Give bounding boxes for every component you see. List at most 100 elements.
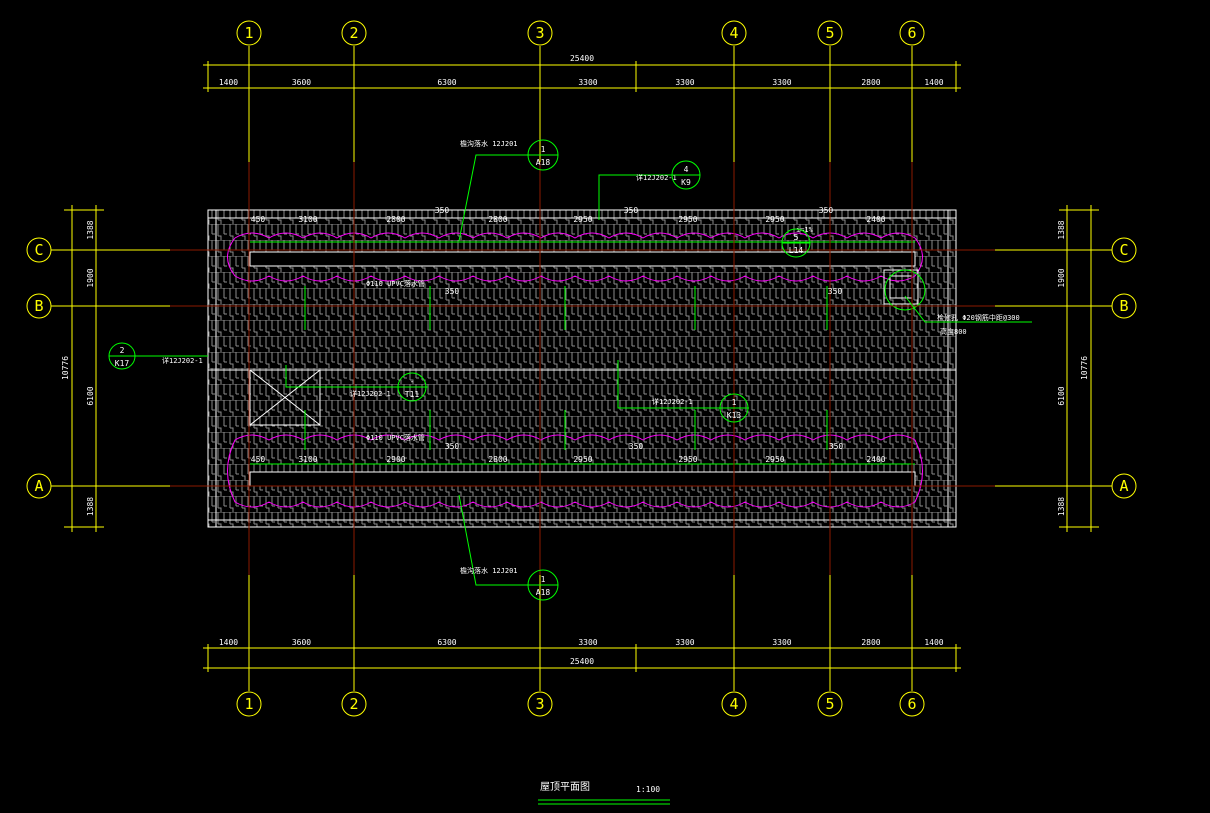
- dimension-segment: 3300: [772, 638, 791, 647]
- dimension-total: 10776: [1080, 356, 1089, 380]
- dimension-segment: 6300: [437, 638, 456, 647]
- axis-label: B: [34, 297, 43, 315]
- axis-bubble: [721, 20, 747, 46]
- offset-dimension: 350: [445, 287, 460, 296]
- dimension-segment: 3300: [578, 638, 597, 647]
- axis-label: C: [1119, 241, 1128, 259]
- axis-label: 1: [244, 695, 253, 713]
- axis-bubble: [721, 691, 747, 717]
- gutter-dimension: 450: [251, 455, 266, 464]
- axis-label: A: [1119, 477, 1128, 495]
- callout-sheet: T11: [405, 390, 420, 399]
- gutter-dimension: 2900: [386, 455, 405, 464]
- axis-bubble: [236, 691, 262, 717]
- downpipe-label-bottom: Φ110 UPVC落水管: [366, 433, 425, 442]
- axis-bubble: [26, 237, 52, 263]
- gutter-dimension: 2950: [573, 455, 592, 464]
- dimension-segment: 3300: [675, 638, 694, 647]
- slope-label: i=1%: [796, 226, 814, 234]
- dimension-segment: 1388: [1057, 497, 1066, 516]
- axis-bubble: [1111, 237, 1137, 263]
- drawing-scale: 1:100: [636, 785, 660, 794]
- axis-label: 5: [825, 24, 834, 42]
- dimension-segment: 1400: [924, 78, 943, 87]
- callout-number: 5: [794, 233, 799, 242]
- axis-bubble: [899, 691, 925, 717]
- note-k9: 详12J202-1: [636, 173, 677, 182]
- axis-label: 1: [244, 24, 253, 42]
- axis-label: B: [1119, 297, 1128, 315]
- gutter-top: [249, 241, 916, 267]
- downpipe-label-top: Φ110 UPVC落水管: [366, 279, 425, 288]
- axis-label: 3: [535, 695, 544, 713]
- axis-label: 4: [729, 24, 738, 42]
- axis-bubble: [527, 20, 553, 46]
- annotations: 檐沟落水 12J201 檐沟落水 12J201 详12J202-1 详12J20…: [133, 139, 1032, 586]
- dimension-segment: 1400: [219, 78, 238, 87]
- dimension-segment: 1900: [1057, 268, 1066, 287]
- gutter-dimension: 2800: [386, 215, 405, 224]
- callout-sheet: K13: [727, 411, 742, 420]
- gutter-dimension: 2800: [488, 455, 507, 464]
- dimension-segment: 6300: [437, 78, 456, 87]
- axis-bubble: [817, 20, 843, 46]
- axis-label: 6: [907, 24, 916, 42]
- offset-dimension: 350: [445, 442, 460, 451]
- roof-hatch: [249, 369, 321, 426]
- axis-bubble: [899, 20, 925, 46]
- callout-number: 1: [732, 398, 737, 407]
- callout-number: -: [410, 377, 415, 386]
- gutter-dimension: 2800: [488, 215, 507, 224]
- axis-bubble: [1111, 473, 1137, 499]
- axis-label: A: [34, 477, 43, 495]
- gutter-dimension: 3100: [298, 455, 317, 464]
- dimension-segment: 1388: [86, 497, 95, 516]
- callout-sheet: K17: [115, 359, 130, 368]
- offset-dimension: 350: [819, 206, 834, 215]
- gutter-cloud: [227, 232, 923, 282]
- dimension-total: 25400: [570, 54, 594, 63]
- callout-sheet: A18: [536, 588, 551, 597]
- offset-dimension: 350: [435, 206, 450, 215]
- gutter-cloud: [227, 434, 923, 508]
- dimension-segment: 1388: [86, 220, 95, 239]
- axis-label: 4: [729, 695, 738, 713]
- callout-number: 4: [684, 165, 689, 174]
- gutter-ref-bottom: 檐沟落水 12J201: [460, 566, 518, 575]
- note-k13: 详12J202-1: [652, 397, 693, 406]
- dimension-segment: 3300: [675, 78, 694, 87]
- note-k17: 详12J202-1: [162, 356, 203, 365]
- gutter-cloud-outlines: [227, 232, 923, 508]
- axis-bubble: [26, 473, 52, 499]
- dimension-lines: 25400 1400 3600 6300 3300 3300 3300 2800 1400 2 5 4…: [61, 54, 1099, 672]
- axis-bubble: [817, 691, 843, 717]
- dimension-segment: 2800: [861, 78, 880, 87]
- dimension-segment: 3300: [772, 78, 791, 87]
- dimension-segment: 3600: [292, 78, 311, 87]
- offset-dimension: 350: [829, 442, 844, 451]
- dimension-segment: 6100: [1057, 386, 1066, 405]
- offset-dimension: 350: [629, 442, 644, 451]
- callout-sheet: L14: [789, 246, 804, 255]
- axis-bubble: [341, 20, 367, 46]
- dimension-segment: 3300: [578, 78, 597, 87]
- axis-bubble: [1111, 293, 1137, 319]
- axis-bubble: [26, 293, 52, 319]
- hatch-note-2: 高度800: [940, 327, 967, 336]
- dimension-segment: 3600: [292, 638, 311, 647]
- callout-number: 2: [120, 346, 125, 355]
- gutter-dimension: 2400: [866, 455, 885, 464]
- axis-label: 2: [349, 695, 358, 713]
- note-t11: 详12J202-1: [350, 389, 391, 398]
- drawing-title: 屋顶平面图: [540, 781, 590, 793]
- axis-label: 3: [535, 24, 544, 42]
- callout-number: 1: [541, 575, 546, 584]
- gutter-ref-top: 檐沟落水 12J201: [460, 139, 518, 148]
- axis-bubble: [341, 691, 367, 717]
- gutter-dimension: 2950: [678, 215, 697, 224]
- axis-bubble: [236, 20, 262, 46]
- axis-label: 2: [349, 24, 358, 42]
- axis-label: 5: [825, 695, 834, 713]
- gutter-dimension: 2950: [765, 455, 784, 464]
